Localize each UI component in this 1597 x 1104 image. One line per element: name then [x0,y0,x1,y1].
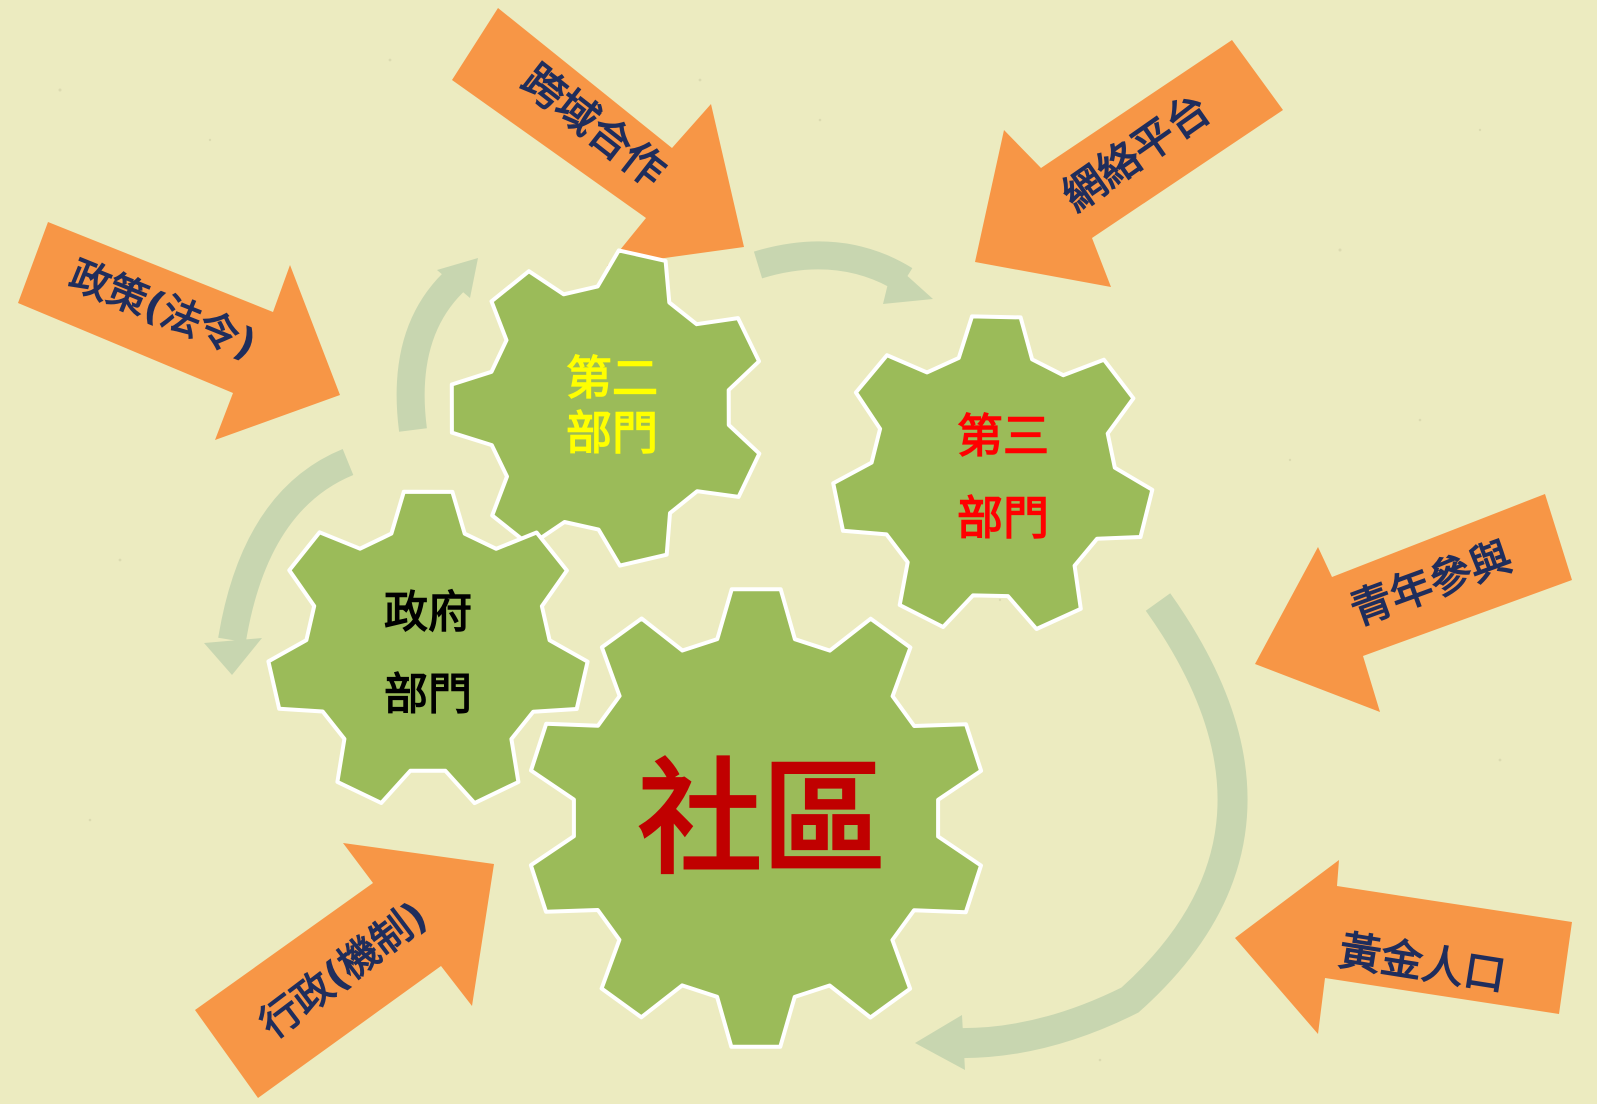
cycle-arrow-third-to-community [915,593,1248,1070]
gear-community [528,587,984,1049]
background-texture [58,58,1502,1062]
gear-second-line1: 第二 [566,351,658,405]
gear-third-line2: 部門 [957,491,1049,545]
gear-second-body [449,248,762,568]
gear-third-sector [831,314,1155,631]
gear-third-body [831,314,1155,631]
gear-gov-line1: 政府 [384,587,472,638]
cycle-arrow-left [204,449,354,675]
gear-labels: 第二 部門 第三 部門 政府 部門 社區 [384,351,1049,892]
arrow-youth: 青年參與 [1255,494,1572,712]
gear-second-line2: 部門 [566,406,658,460]
cycle-arrows [204,241,1248,1070]
gear-community-label: 社區 [638,748,886,892]
gear-community-body [528,587,984,1049]
gear-gov-line2: 部門 [384,669,472,720]
gear-third-line1: 第三 [957,409,1049,463]
gear-second-sector [449,248,762,568]
cycle-arrow-gov-to-second [396,258,478,432]
gear-government [266,489,590,806]
arrow-cross-domain: 跨域合作 [452,8,744,266]
arrow-network-platform: 網絡平台 [975,40,1283,287]
arrow-policy: 政策(法令) [18,222,340,440]
arrow-administration: 行政(機制) [195,843,494,1098]
gear-gov-body [266,489,590,806]
arrow-golden-population: 黃金人口 [1235,860,1572,1034]
cycle-arrow-second-to-third [753,241,933,304]
